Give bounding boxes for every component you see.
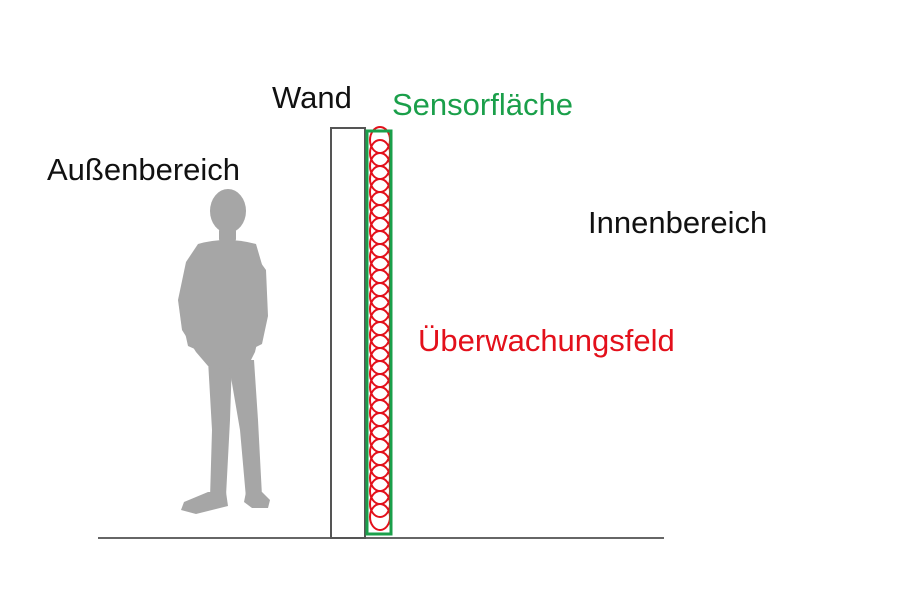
sensor-area-rect	[365, 129, 393, 536]
inside-area-label: Innenbereich	[588, 205, 768, 240]
outside-area-label: Außenbereich	[47, 152, 241, 187]
wall-rect	[330, 127, 366, 539]
monitoring-field-ellipses	[369, 126, 391, 531]
wall-label: Wand	[272, 80, 352, 115]
monitoring-field-label: Überwachungsfeld	[418, 323, 675, 358]
person-silhouette-icon	[178, 189, 270, 514]
sensor-area-label: Sensorfläche	[392, 87, 573, 122]
